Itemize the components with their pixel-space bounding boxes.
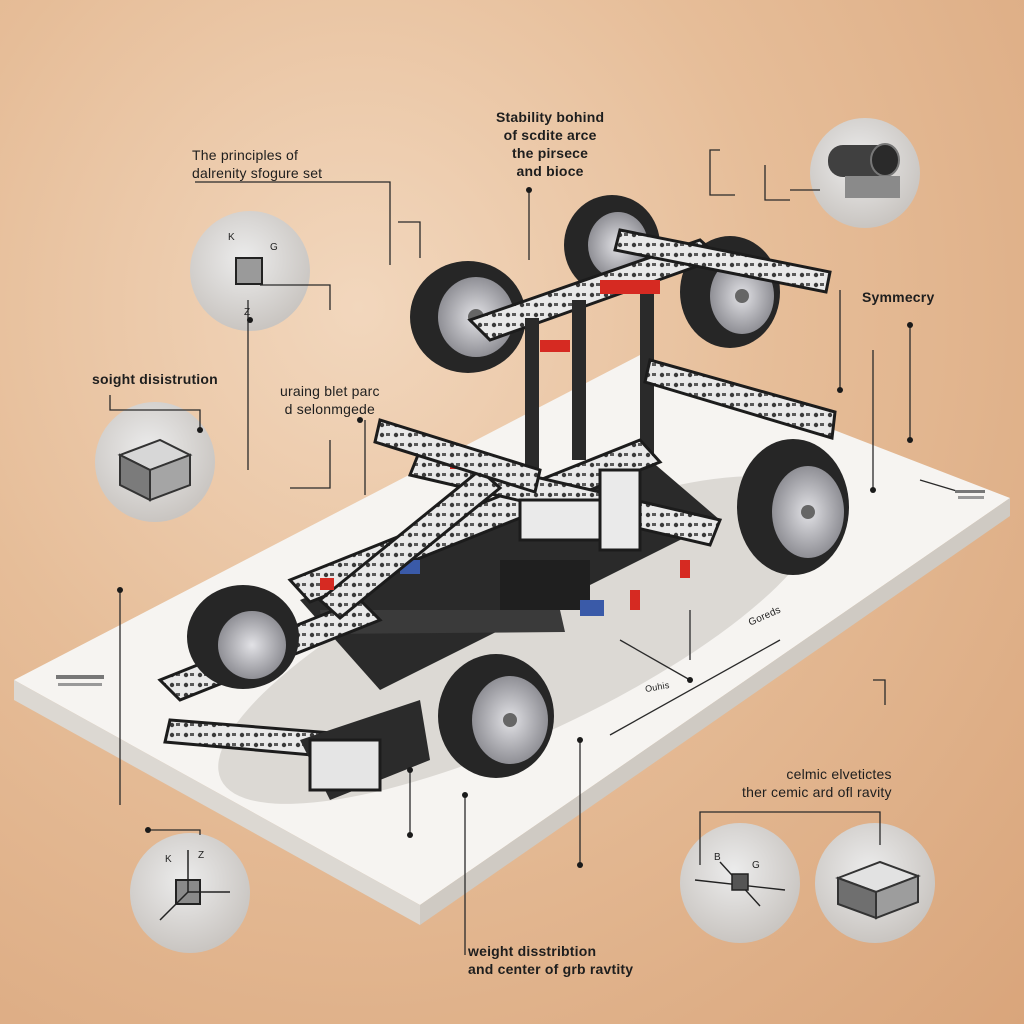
platform-marks [56,490,985,686]
svg-text:K: K [165,854,172,865]
svg-text:Z: Z [244,307,250,318]
detail-circle-axis: K Z [130,833,250,953]
label-weight-mid-line-1: uraing blet parc [280,383,380,399]
label-weight-mid-line-2: d selonmgede [284,401,376,417]
label-stability-line-3: the pirsece [512,145,589,161]
detail-circle-roller [810,118,920,228]
label-principles-line-1: The principles of [192,147,299,163]
label-weight-distribution-top: soight disistrution [92,371,218,387]
detail-circle-brick [95,402,215,522]
label-weight-distribution-bottom: weight disstribtion and center of grb ra… [468,942,633,978]
svg-text:G: G [270,242,278,253]
wheel-icon [737,439,849,575]
label-stability-line-4: and bioce [516,163,584,179]
label-symmetry: Symmecry [862,289,935,305]
svg-text:K: K [228,232,235,243]
svg-text:B: B [714,852,721,863]
detail-circle-block [815,823,935,943]
label-stability-line-1: Stability bohind [496,109,605,125]
label-stability-line-2: of scdite arce [503,127,597,143]
label-weight-bottom-line-1: weight disstribtion [468,943,597,959]
label-centre-line-1: celmic elvetictes [786,766,892,782]
detail-circle-connector: K G Z [190,211,310,331]
leader-lines [109,149,961,955]
label-centre-of-gravity: celmic elvetictes ther cemic ard ofl rav… [742,765,892,801]
side-wing [643,358,837,440]
svg-text:G: G [752,860,760,871]
label-principles: The principles of dalrenity sfogure set [192,146,322,182]
svg-text:Z: Z [198,850,204,861]
leader-dots [117,187,913,868]
label-centre-line-2: ther cemic ard ofl ravity [742,784,892,800]
wheel-icon [187,585,299,689]
detail-circle-gizmo: B G [680,823,800,943]
label-stability: Stability bohind of scdite arce the pirs… [496,108,604,180]
rear-wing-frame [467,228,832,480]
label-weight-mid: uraing blet parc d selonmgede [280,382,380,418]
label-principles-line-2: dalrenity sfogure set [192,165,323,181]
connector-icon [235,257,263,285]
label-weight-bottom-line-2: and center of grb ravtity [468,961,634,977]
wheel-icon [438,654,554,778]
